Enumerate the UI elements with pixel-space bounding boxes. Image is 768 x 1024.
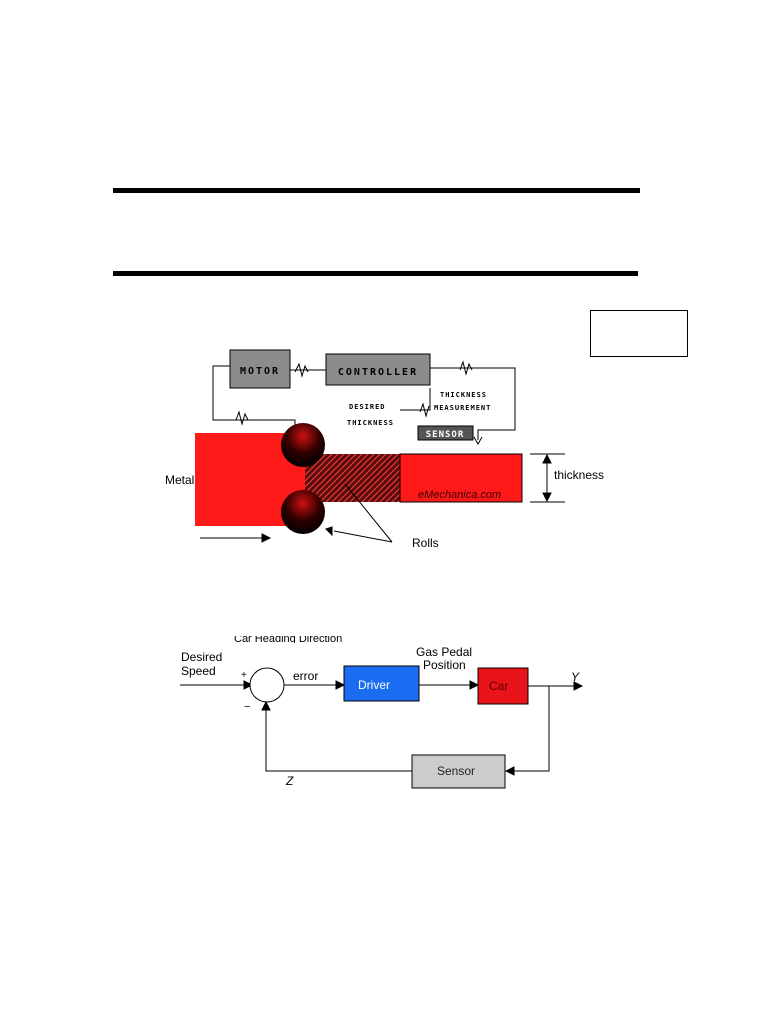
plus-sign: + bbox=[241, 670, 247, 681]
top-rule bbox=[113, 188, 640, 193]
driver-label: Driver bbox=[358, 678, 390, 692]
upper-roll bbox=[281, 423, 325, 467]
feedback-to-sensor bbox=[504, 686, 550, 776]
feedback-loop-diagram: Car Heading Direction Desired Speed + − … bbox=[180, 633, 584, 789]
bottom-rule bbox=[113, 271, 638, 276]
rolls-pointer bbox=[325, 483, 393, 543]
feedback-to-junction bbox=[261, 700, 412, 772]
signal-lines bbox=[212, 360, 516, 446]
car-label: Car bbox=[489, 679, 508, 693]
motor-box: MOTOR bbox=[229, 349, 291, 389]
mill-sensor-label: SENSOR bbox=[426, 430, 465, 440]
desired-speed-label-2: Speed bbox=[181, 664, 216, 678]
loop-sensor-label: Sensor bbox=[437, 764, 475, 778]
driver-block bbox=[343, 665, 420, 702]
lower-roll bbox=[281, 490, 325, 534]
input-arrow bbox=[180, 680, 254, 690]
desired-label-1: DESIRED bbox=[349, 403, 386, 411]
minus-sign: − bbox=[244, 701, 250, 713]
rolling-mill-diagram: MOTOR CONTROLLER DESIRED THICKNESS THICK… bbox=[165, 349, 604, 550]
metal-slab-thin bbox=[399, 453, 523, 503]
desired-label-2: THICKNESS bbox=[347, 419, 394, 427]
watermark-label: eMechanica.com bbox=[418, 489, 501, 501]
controller-box: CONTROLLER bbox=[325, 353, 431, 386]
loop-sensor-block bbox=[411, 754, 506, 789]
metal-label: Metal bbox=[165, 473, 194, 487]
metal-slab-hatched bbox=[305, 454, 400, 502]
error-label: error bbox=[293, 669, 318, 683]
measurement-label-2: MEASUREMENT bbox=[434, 404, 491, 412]
feedback-label: Z bbox=[285, 774, 294, 788]
thickness-label: thickness bbox=[554, 468, 604, 482]
measurement-label-1: THICKNESS bbox=[440, 391, 487, 399]
partial-heading: Car Heading Direction bbox=[234, 633, 342, 645]
mill-sensor-box: SENSOR bbox=[417, 425, 474, 441]
thickness-dimension bbox=[530, 453, 565, 503]
gas-pedal-label-1: Gas Pedal bbox=[416, 645, 472, 659]
desired-speed-label-1: Desired bbox=[181, 650, 222, 664]
controller-label: CONTROLLER bbox=[338, 367, 418, 378]
summing-junction bbox=[249, 667, 285, 703]
output-arrow bbox=[528, 681, 584, 691]
rolls-label: Rolls bbox=[412, 536, 439, 550]
motor-label: MOTOR bbox=[240, 366, 280, 377]
empty-label-box bbox=[590, 310, 688, 357]
gas-pedal-label-2: Position bbox=[423, 658, 466, 672]
feed-arrow bbox=[200, 533, 272, 543]
error-arrow bbox=[284, 680, 346, 690]
gas-pedal-arrow bbox=[419, 680, 480, 690]
output-label: Y bbox=[571, 670, 580, 684]
